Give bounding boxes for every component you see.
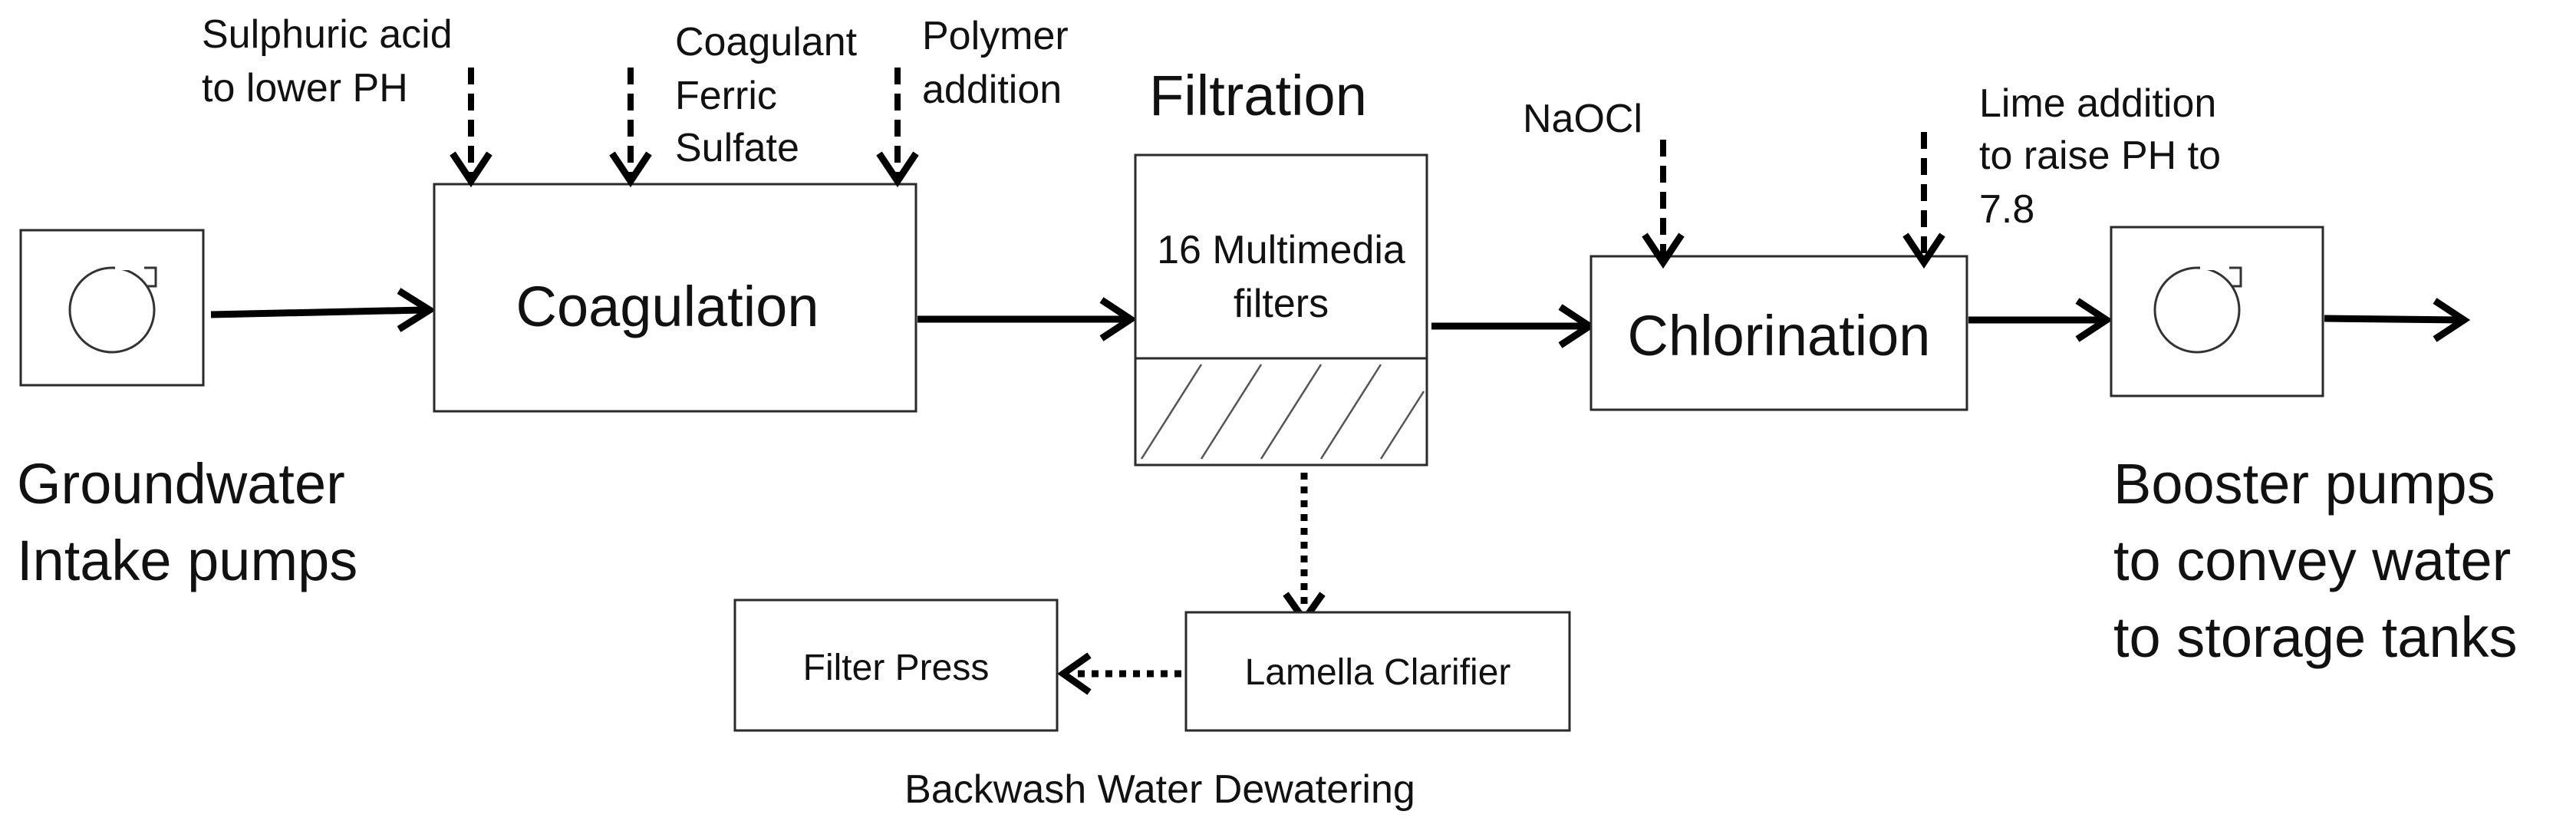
coagulant-label-line-1: Coagulant bbox=[675, 20, 858, 64]
polymer-label-line-2: addition bbox=[922, 68, 1062, 112]
dashed-arrow-coagulant bbox=[609, 68, 652, 188]
dashed-arrow-sulphuric bbox=[450, 68, 492, 188]
filters-label-line-2: filters bbox=[1234, 282, 1329, 326]
filters-label-line-1: 16 Multimedia bbox=[1157, 228, 1405, 272]
sulphuric-label-line-1: Sulphuric acid bbox=[202, 12, 453, 57]
lamella-clarifier-label: Lamella Clarifier bbox=[1245, 652, 1511, 693]
booster-pump bbox=[2110, 226, 2324, 397]
coagulation-box bbox=[433, 183, 917, 413]
chlorination-box bbox=[1589, 255, 1968, 411]
pump-icon bbox=[68, 265, 157, 354]
dotted-arrow-filtration-to-lamella bbox=[1283, 473, 1326, 626]
pump-icon bbox=[2153, 265, 2242, 354]
flow-arrow-booster-outlet bbox=[2324, 298, 2471, 342]
intake-pump bbox=[19, 229, 205, 387]
lime-label-line-3: 7.8 bbox=[1979, 187, 2034, 232]
flow-arrow-coagulation-to-filtration bbox=[917, 297, 1138, 341]
coagulation-label: Coagulation bbox=[516, 275, 819, 338]
dashed-arrow-lime bbox=[1902, 132, 1945, 269]
naocl-label: NaOCl bbox=[1523, 97, 1642, 141]
booster-label-line-1: Booster pumps bbox=[2113, 452, 2495, 516]
dashed-arrow-naocl bbox=[1642, 140, 1685, 269]
lime-label-line-2: to raise PH to bbox=[1979, 134, 2221, 178]
sulphuric-label-line-2: to lower PH bbox=[202, 66, 408, 110]
polymer-label-line-1: Polymer bbox=[922, 14, 1069, 58]
dotted-arrow-lamella-to-filter-press bbox=[1057, 652, 1181, 695]
intake-label-line-1: Groundwater bbox=[17, 452, 345, 516]
intake-label-line-2: Intake pumps bbox=[17, 529, 357, 592]
booster-label-line-3: to storage tanks bbox=[2113, 605, 2518, 669]
flow-arrow-filtration-to-chlorination bbox=[1431, 304, 1596, 348]
flow-arrow-intake-to-coagulation bbox=[210, 288, 436, 332]
dashed-arrow-polymer bbox=[876, 68, 919, 188]
backwash-water-dewatering-label: Backwash Water Dewatering bbox=[904, 767, 1415, 812]
flow-arrow-chlorination-to-booster bbox=[1968, 298, 2113, 342]
filter-press-label: Filter Press bbox=[803, 648, 990, 688]
lamella-clarifier-box bbox=[1184, 611, 1571, 732]
coagulant-label-line-3: Sulfate bbox=[675, 126, 799, 170]
lime-label-line-1: Lime addition bbox=[1979, 81, 2216, 126]
coagulant-label-line-2: Ferric bbox=[675, 74, 777, 118]
filtration-box bbox=[1134, 153, 1428, 467]
filter-press-box bbox=[733, 599, 1059, 732]
filtration-unit bbox=[1134, 153, 1428, 467]
chlorination-label: Chlorination bbox=[1628, 304, 1931, 368]
booster-label-line-2: to convey water bbox=[2113, 529, 2511, 592]
filter-media-hatching bbox=[1140, 364, 1425, 460]
filtration-title: Filtration bbox=[1149, 64, 1367, 127]
